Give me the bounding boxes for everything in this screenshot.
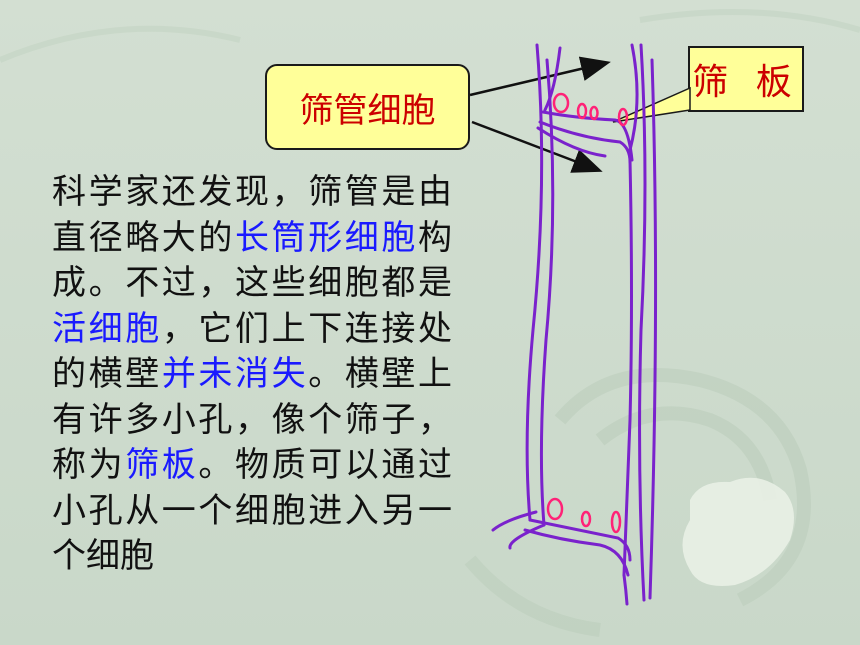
pore bbox=[610, 510, 622, 534]
callout-pointer bbox=[612, 86, 691, 123]
paragraph-text: 。横壁上有许多小孔，像个筛子，称为 bbox=[52, 354, 453, 485]
jade-dragon-ornament bbox=[682, 477, 794, 586]
highlighted-term: 长筒形细胞 bbox=[235, 217, 418, 258]
sieve-tube-cell-label: 筛管细胞 bbox=[265, 64, 470, 150]
pore bbox=[546, 497, 564, 521]
description-paragraph: 科学家还发现，筛管是由直径略大的长筒形细胞构成。不过，这些细胞都是活细胞，它们上… bbox=[52, 170, 452, 580]
pore bbox=[576, 102, 588, 120]
sieve-plate-callout: 筛 板 bbox=[688, 46, 804, 112]
pore bbox=[617, 107, 629, 127]
paragraph-text: 。物质可以通过小孔从一个细胞进入另一个细胞 bbox=[52, 445, 453, 576]
arrow-lower bbox=[471, 120, 603, 173]
paragraph-text: 构成。不过，这些细胞都是 bbox=[52, 217, 452, 304]
paragraph-text: ，它们上下连接处的横壁 bbox=[52, 308, 453, 395]
tube-walls bbox=[491, 43, 658, 606]
pore bbox=[552, 92, 570, 114]
highlighted-term: 筛板 bbox=[125, 445, 199, 485]
pore bbox=[589, 105, 599, 121]
pore bbox=[580, 510, 592, 528]
sieve-plate-pores bbox=[546, 92, 629, 534]
highlighted-term: 并未消失 bbox=[161, 354, 309, 394]
paragraph-text: 科学家还发现，筛管是由直径略大的 bbox=[52, 172, 452, 258]
highlighted-term: 活细胞 bbox=[52, 308, 162, 349]
